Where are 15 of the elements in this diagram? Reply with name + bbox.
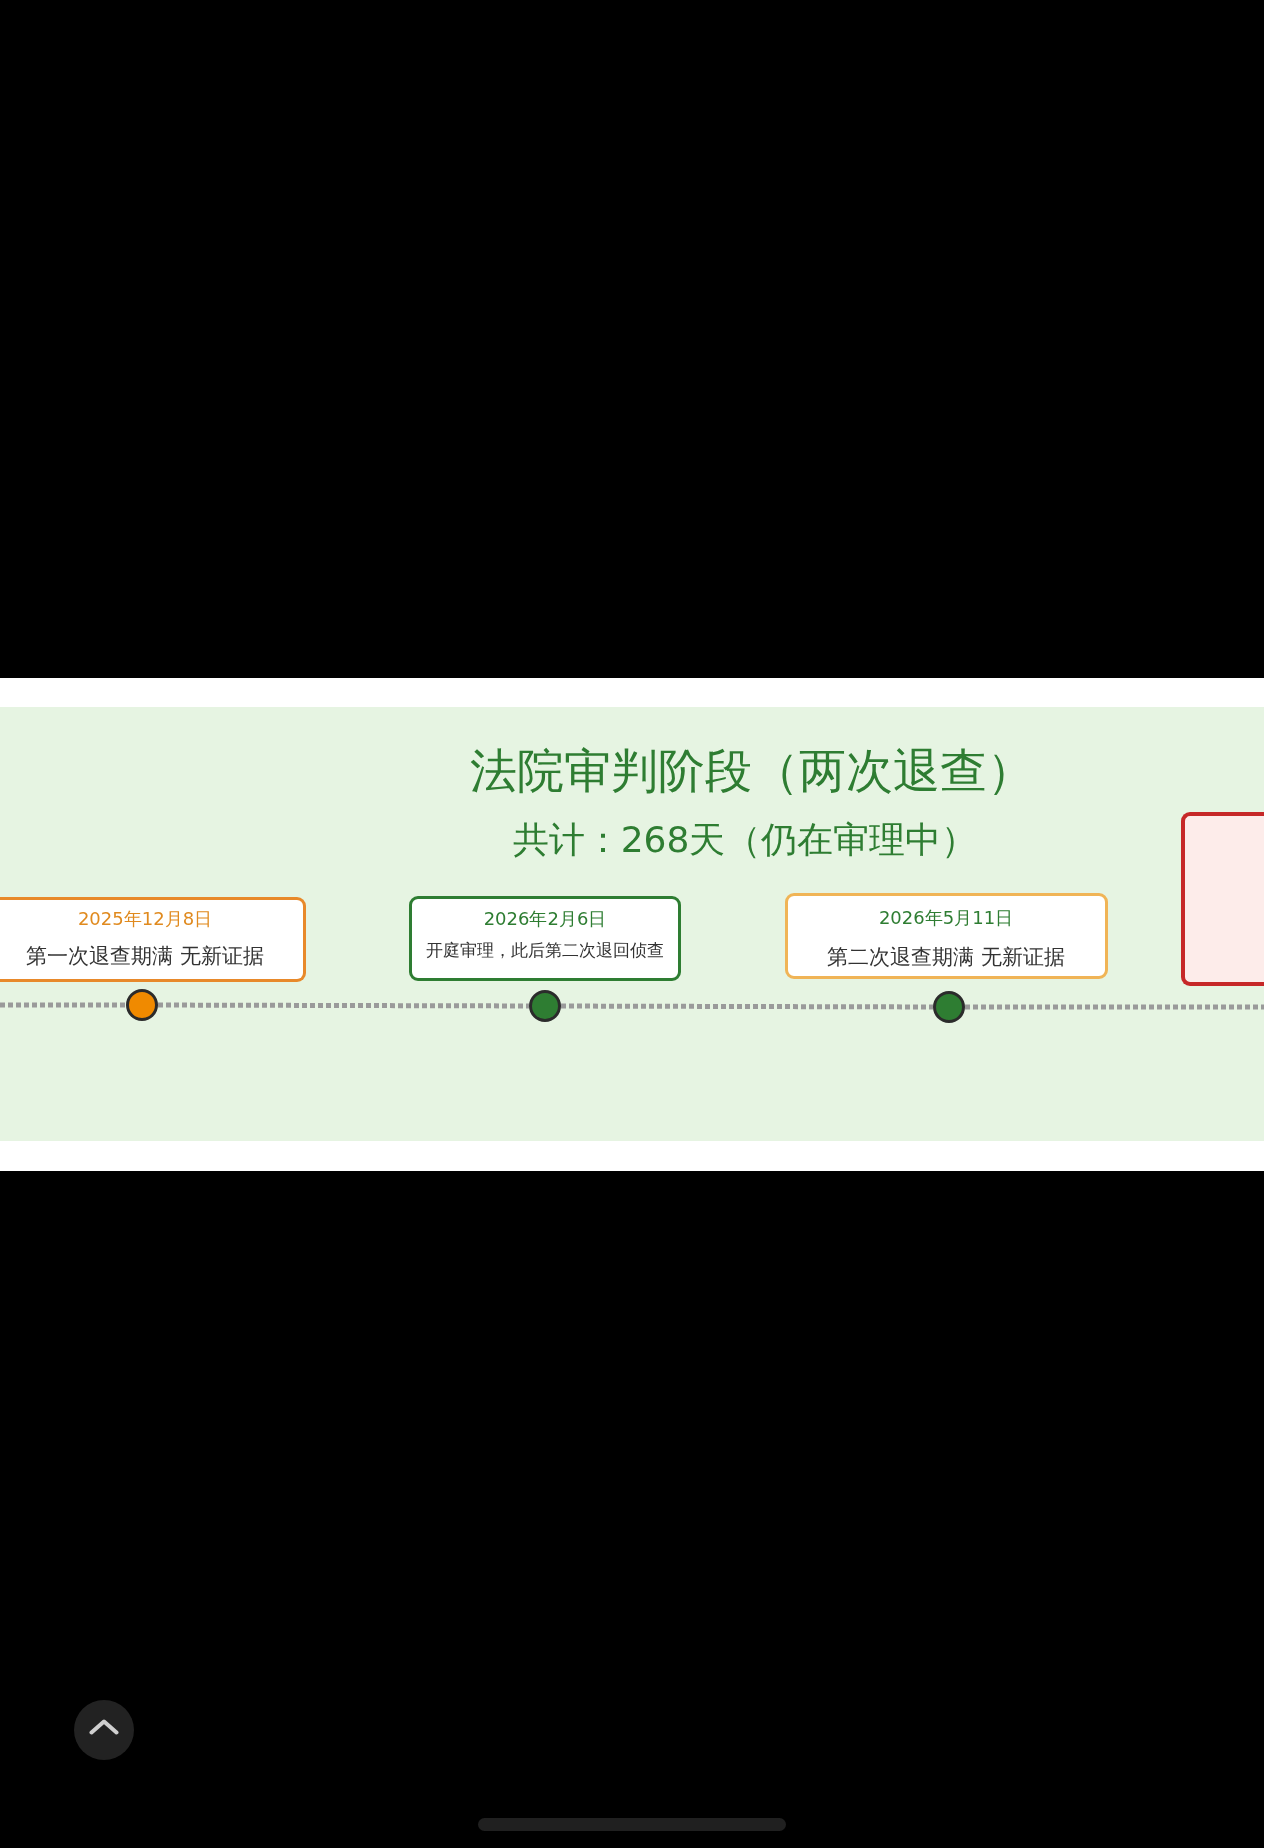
timeline-line xyxy=(158,1002,529,1009)
timeline-line xyxy=(0,1002,126,1008)
event-date: 2026年2月6日 xyxy=(483,906,607,930)
event-card xyxy=(785,893,1108,979)
event-description: 第一次退查期满 无新证据 xyxy=(26,942,264,970)
event-description: 开庭审理，此后第二次退回侦查 xyxy=(426,939,664,961)
event-description: 第二次退查期满 无新证据 xyxy=(827,943,1065,971)
event-card xyxy=(0,897,306,982)
timeline-line xyxy=(965,1004,1264,1010)
subtitle: 共计：268天（仍在审理中） xyxy=(512,818,978,862)
timeline-line xyxy=(561,1003,933,1010)
event-date: 2026年5月11日 xyxy=(878,905,1014,929)
event-date: 2025年12月8日 xyxy=(77,906,213,930)
title: 法院审判阶段（两次退查） xyxy=(470,742,1034,800)
event-card xyxy=(409,896,681,981)
